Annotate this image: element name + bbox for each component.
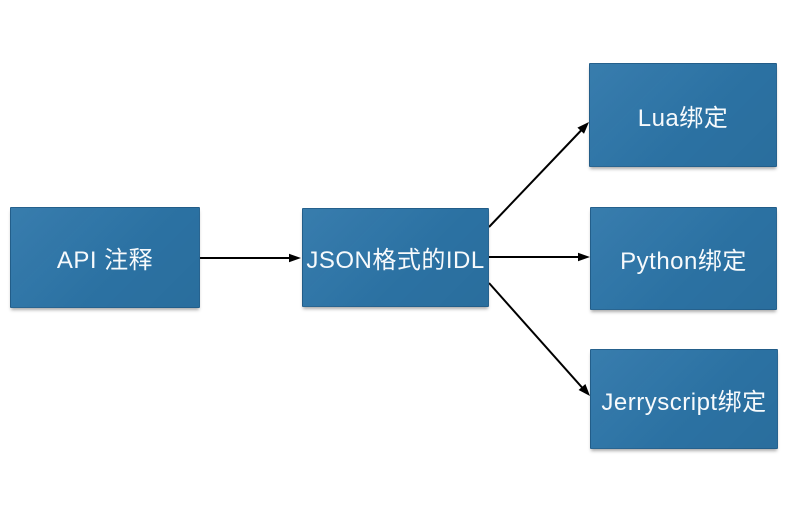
arrow-idl-to-jerryscript: [488, 282, 590, 396]
node-lua-binding-label: Lua绑定: [637, 104, 729, 132]
node-api-annotation-label: API 注释: [56, 247, 154, 274]
node-jerryscript-binding-label: Jerryscript绑定: [601, 388, 767, 416]
arrow-idl-to-python: [489, 252, 590, 262]
node-json-idl: JSON格式的IDL: [302, 208, 489, 307]
node-python-binding-label: Python绑定: [620, 248, 747, 275]
arrow-api-to-idl: [200, 253, 301, 263]
node-api-annotation: API 注释: [10, 207, 200, 308]
node-json-idl-label: JSON格式的IDL: [306, 247, 485, 274]
node-jerryscript-binding: Jerryscript绑定: [590, 349, 778, 449]
node-python-binding: Python绑定: [590, 207, 777, 310]
node-lua-binding: Lua绑定: [589, 63, 777, 167]
arrow-idl-to-lua: [488, 122, 589, 228]
